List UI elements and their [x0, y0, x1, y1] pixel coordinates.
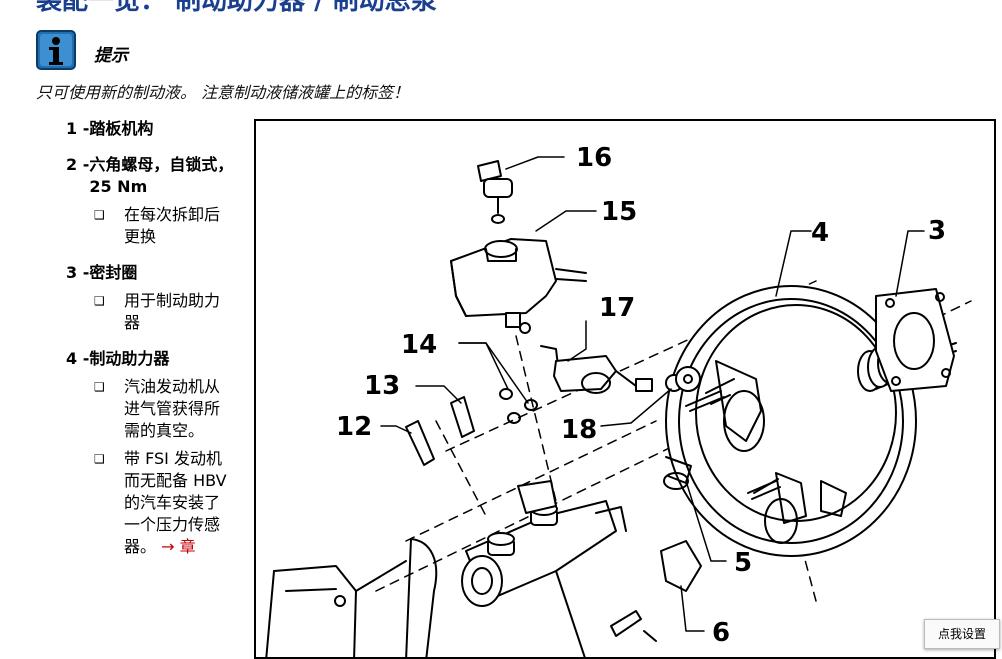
checkbox-bullet-icon: ❑	[94, 294, 105, 308]
sub-item-text: 在每次拆卸后更换	[124, 205, 221, 246]
callout-12: 12	[336, 412, 372, 442]
settings-button[interactable]: 点我设置	[924, 619, 1000, 649]
sub-item: ❑ 用于制动助力器	[94, 290, 246, 334]
item-label: 踏板机构	[89, 119, 154, 138]
sub-item-text: 用于制动助力器	[124, 291, 221, 332]
sub-item: ❑ 在每次拆卸后更换	[94, 204, 246, 248]
checkbox-bullet-icon: ❑	[94, 452, 105, 466]
list-item-1: 1 - 踏板机构	[66, 118, 246, 140]
callout-17: 17	[599, 293, 635, 323]
info-icon	[36, 30, 76, 70]
fasteners	[405, 388, 781, 642]
callout-leaders	[380, 156, 925, 632]
page-title: 装配一览： 制动助力器 / 制动总泵	[36, 0, 437, 16]
note-text: 只可使用新的制动液。 注意制动液储液罐上的标签！	[36, 83, 410, 102]
item-label: 制动助力器	[89, 349, 170, 368]
list-item-2: 2 - 六角螺母，自锁式，25 Nm	[66, 154, 246, 198]
reservoir-cap	[477, 160, 513, 224]
item-label: 密封圈	[89, 263, 138, 282]
callout-16: 16	[576, 143, 612, 173]
callout-3: 3	[928, 216, 946, 246]
chapter-link[interactable]: → 章	[161, 537, 196, 556]
callout-18: 18	[561, 415, 597, 445]
callout-4: 4	[811, 218, 829, 248]
item-label: 六角螺母，自锁式，25 Nm	[89, 155, 234, 196]
sub-item: ❑ 汽油发动机从进气管获得所需的真空。	[94, 376, 246, 442]
item-number: 1 -	[66, 119, 90, 138]
checkbox-bullet-icon: ❑	[94, 380, 105, 394]
master-cylinder	[461, 480, 627, 657]
brake-booster	[665, 285, 917, 557]
vacuum-connector	[540, 345, 701, 394]
parts-list: 1 - 踏板机构 2 - 六角螺母，自锁式，25 Nm ❑ 在每次拆卸后更换 3…	[66, 118, 246, 558]
sub-item-text-body: 带 FSI 发动机而无配备 HBV 的汽车安装了一个压力传感器。	[124, 449, 227, 556]
callout-14: 14	[401, 330, 437, 360]
checkbox-bullet-icon: ❑	[94, 208, 105, 222]
item-number: 4 -	[66, 349, 90, 368]
callout-6: 6	[712, 618, 730, 648]
callout-5: 5	[734, 548, 752, 578]
item-number: 3 -	[66, 263, 90, 282]
callout-labels: 16 15 4 3 17 14 13 18 12 5 6	[336, 143, 946, 648]
list-item-3: 3 - 密封圈	[66, 262, 246, 284]
list-item-4: 4 - 制动助力器	[66, 348, 246, 370]
callout-15: 15	[601, 197, 637, 227]
note-label: 提示	[94, 46, 128, 66]
item-number: 2 -	[66, 155, 90, 174]
sub-item-text: 带 FSI 发动机而无配备 HBV 的汽车安装了一个压力传感器。 → 章	[124, 448, 228, 558]
sub-item: ❑ 带 FSI 发动机而无配备 HBV 的汽车安装了一个压力传感器。 → 章	[94, 448, 246, 558]
exploded-diagram: 16 15 4 3 17 14 13 18 12 5 6	[254, 119, 996, 659]
sub-item-text: 汽油发动机从进气管获得所需的真空。	[124, 377, 221, 440]
pedal-mechanism	[265, 538, 438, 657]
callout-13: 13	[364, 371, 400, 401]
brake-fluid-reservoir	[450, 238, 587, 334]
gasket-seal	[875, 288, 955, 392]
